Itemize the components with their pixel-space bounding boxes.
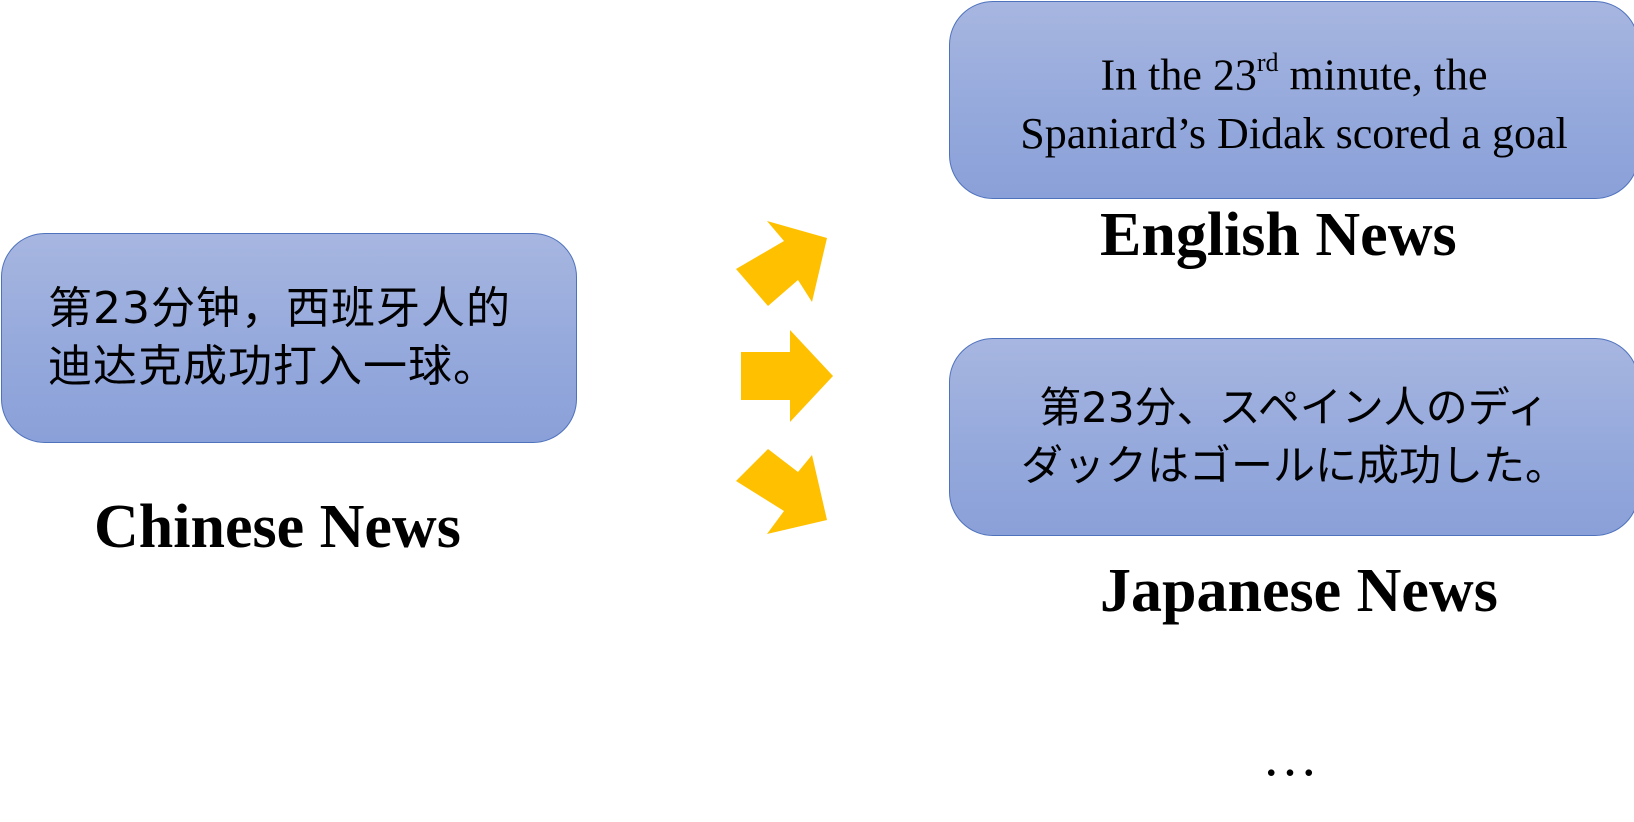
japanese-news-caption: Japanese News xyxy=(1100,557,1498,625)
ordinal-suffix: rd xyxy=(1256,48,1279,78)
japanese-news-text: 第23分、スペイン人のディ ダックはゴールに成功した。 xyxy=(1021,379,1567,495)
english-news-box: In the 23rd minute, the Spaniard’s Didak… xyxy=(949,1,1634,199)
english-news-text: In the 23rd minute, the Spaniard’s Didak… xyxy=(1020,37,1567,163)
english-news-caption: English News xyxy=(1100,201,1457,269)
arrow-right-icon xyxy=(741,330,833,422)
japanese-news-box: 第23分、スペイン人のディ ダックはゴールに成功した。 xyxy=(949,338,1634,536)
arrow-up-right-icon xyxy=(736,221,827,306)
english-news-line-1-post: minute, the xyxy=(1278,50,1488,100)
chinese-news-text: 第23分钟，西班牙人的 迪达克成功打入一球。 xyxy=(48,280,511,396)
chinese-news-box: 第23分钟，西班牙人的 迪达克成功打入一球。 xyxy=(1,233,577,443)
english-news-line-1: In the 23rd minute, the xyxy=(1020,37,1567,105)
arrow-down-right-icon xyxy=(736,449,827,534)
chinese-news-line-1: 第23分钟，西班牙人的 xyxy=(48,283,511,334)
japanese-news-line-1: 第23分、スペイン人のディ xyxy=(1039,383,1549,432)
english-news-line-2: Spaniard’s Didak scored a goal xyxy=(1020,108,1568,158)
more-languages-ellipsis: … xyxy=(1262,726,1318,788)
chinese-news-caption: Chinese News xyxy=(94,493,461,561)
chinese-news-line-2: 迪达克成功打入一球。 xyxy=(48,341,498,392)
english-news-line-1-pre: In the 23 xyxy=(1100,50,1257,100)
japanese-news-line-2: ダックはゴールに成功した。 xyxy=(1020,441,1567,490)
